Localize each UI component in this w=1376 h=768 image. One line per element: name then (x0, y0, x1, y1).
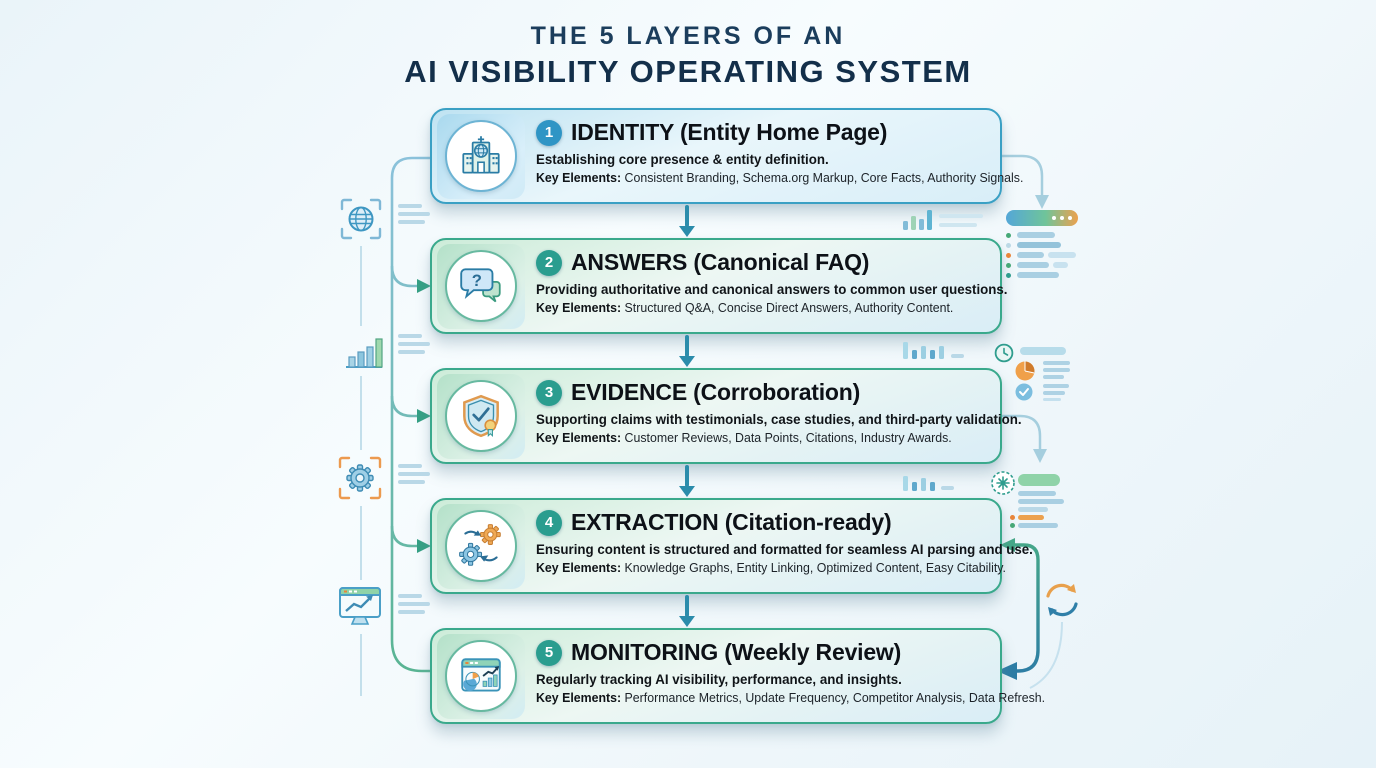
checklist-rows (1006, 232, 1096, 280)
layer-description: Providing authoritative and canonical an… (536, 281, 1008, 297)
layer-description: Regularly tracking AI visibility, perfor… (536, 671, 902, 687)
layer-icon-circle (445, 640, 517, 712)
sparkline-bars-icon (903, 210, 983, 230)
layer-card-extraction: 4 EXTRACTION (Citation-ready) Ensuring c… (430, 498, 1033, 594)
gears-extraction-icon (459, 524, 501, 566)
key-elements-text: Consistent Branding, Schema.org Markup, … (624, 170, 1024, 185)
title-line-1: THE 5 LAYERS OF AN (530, 22, 846, 50)
layer-title: ANSWERS (Canonical FAQ) (571, 249, 870, 275)
layer-number-badge: 5 (536, 639, 562, 666)
sparkline-bars-icon (903, 342, 964, 359)
layer-icon-tile (437, 374, 525, 459)
key-elements-label: Key Elements: (536, 560, 622, 575)
key-elements-text: Knowledge Graphs, Entity Linking, Optimi… (624, 560, 1006, 575)
layer-number-badge: 2 (536, 249, 562, 276)
progress-pill (1006, 210, 1078, 226)
layer-number-badge: 4 (536, 509, 562, 536)
layer-number-badge: 1 (536, 119, 562, 146)
infographic-title: THE 5 LAYERS OF AN AI VISIBILITY OPERATI… (0, 22, 1376, 90)
check-circle-icon (1015, 383, 1033, 401)
layer-card-identity: 1 IDENTITY (Entity Home Page) Establishi… (430, 108, 1023, 204)
layer-description: Supporting claims with testimonials, cas… (536, 411, 1022, 427)
key-elements-label: Key Elements: (536, 170, 622, 185)
layer-card-answers: ? 2 ANSWERS (Canonical FAQ) Providing au… (430, 238, 1008, 334)
layer-card-evidence: 3 EVIDENCE (Corroboration) Supporting cl… (430, 368, 1022, 464)
layer-title: EVIDENCE (Corroboration) (571, 379, 861, 405)
key-elements-label: Key Elements: (536, 690, 622, 705)
layer-title: MONITORING (Weekly Review) (571, 639, 902, 665)
layer-card-monitoring: 5 MONITORING (Weekly Review) Regularly t… (430, 628, 1045, 724)
flow-down-arrow-3-4 (679, 465, 695, 497)
refresh-cycle-icon (1046, 583, 1078, 617)
monitor-trend-icon (339, 587, 381, 625)
flow-down-arrow-1-2 (679, 205, 695, 237)
gear-scan-icon (338, 456, 382, 500)
layer-icon-circle (445, 120, 517, 192)
layer-key-elements: Key Elements: Knowledge Graphs, Entity L… (536, 560, 1006, 575)
key-elements-text: Structured Q&A, Concise Direct Answers, … (624, 300, 954, 315)
text-lines-decoration (1043, 361, 1073, 381)
layer-key-elements: Key Elements: Customer Reviews, Data Poi… (536, 430, 969, 445)
layer-description: Ensuring content is structured and forma… (536, 541, 1033, 557)
key-elements-text: Performance Metrics, Update Frequency, C… (624, 690, 1046, 705)
layer-icon-tile (437, 504, 525, 589)
pie-chart-icon (1015, 361, 1035, 381)
left-branch-arrowheads (417, 279, 431, 553)
layer-icon-tile: ? (437, 244, 525, 329)
key-elements-label: Key Elements: (536, 430, 622, 445)
text-lines-decoration (398, 334, 432, 356)
bar-chart-icon (346, 338, 383, 368)
settings-circle-icon (991, 471, 1015, 495)
layer-key-elements: Key Elements: Structured Q&A, Concise Di… (536, 300, 969, 315)
layer-icon-circle (445, 380, 517, 452)
text-lines-decoration (1043, 384, 1073, 401)
layer-icon-tile (437, 114, 525, 199)
layer-icon-circle (445, 510, 517, 582)
feedback-thin-curve (1029, 621, 1063, 689)
layer-icon-circle: ? (445, 250, 517, 322)
key-elements-text: Customer Reviews, Data Points, Citations… (624, 430, 952, 445)
sparkline-bars-icon (903, 476, 954, 491)
feedback-loop-line (1014, 543, 1040, 673)
layer-number-badge: 3 (536, 379, 562, 406)
globe-scan-icon (340, 198, 382, 240)
layer-key-elements: Key Elements: Performance Metrics, Updat… (536, 690, 1045, 705)
svg-text:?: ? (472, 271, 482, 290)
title-line-2: AI VISIBILITY OPERATING SYSTEM (404, 54, 972, 89)
layer-icon-tile (437, 634, 525, 719)
flow-down-arrow-4-5 (679, 595, 695, 627)
text-lines-decoration (398, 594, 432, 616)
building-entity-icon (462, 136, 500, 174)
key-elements-label: Key Elements: (536, 300, 622, 315)
layer-key-elements: Key Elements: Consistent Branding, Schem… (536, 170, 1023, 185)
chat-question-icon: ? (460, 268, 501, 303)
layer-description: Establishing core presence & entity defi… (536, 151, 829, 167)
text-lines-decoration (398, 464, 432, 486)
bar-decoration (1020, 347, 1066, 355)
right-flow-arrow-2 (1033, 449, 1047, 463)
text-lines-decoration (398, 204, 432, 226)
flow-down-arrow-2-3 (679, 335, 695, 367)
clock-icon (994, 343, 1014, 363)
dashboard-monitoring-icon (461, 658, 501, 692)
shield-check-icon (463, 394, 499, 438)
layer-title: EXTRACTION (Citation-ready) (571, 509, 892, 535)
right-flow-arrow-1 (1035, 195, 1049, 209)
layer-title: IDENTITY (Entity Home Page) (571, 119, 888, 145)
content-block-decoration (1010, 474, 1108, 530)
